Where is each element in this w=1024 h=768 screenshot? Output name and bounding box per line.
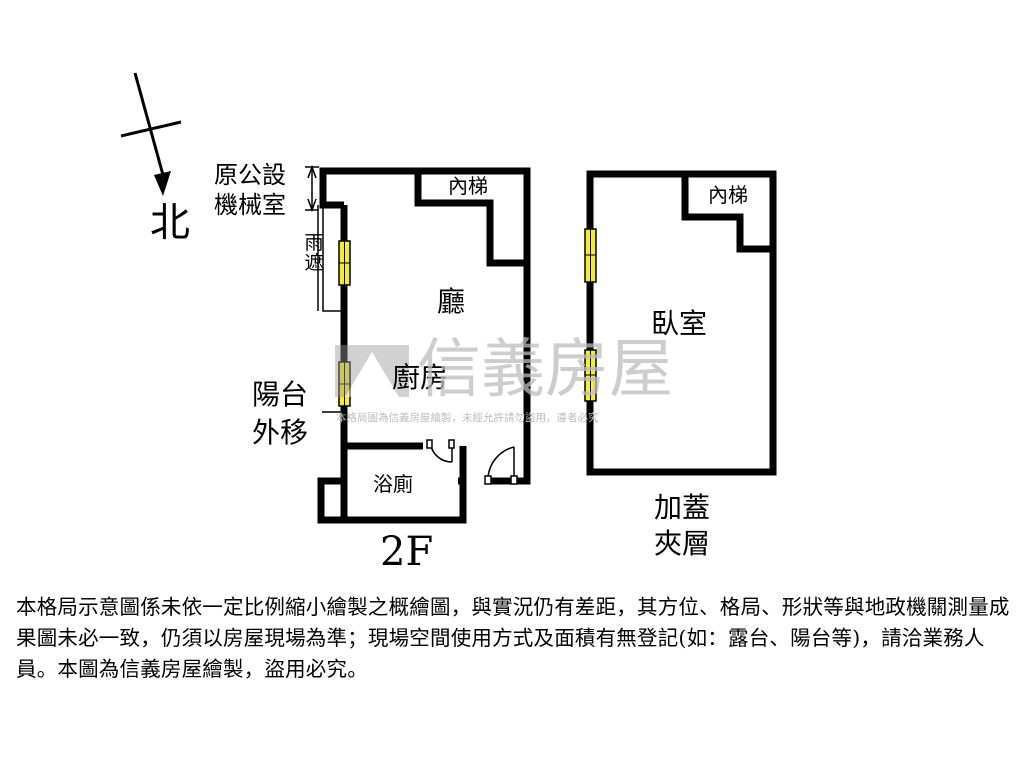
window-icon bbox=[584, 349, 597, 402]
disclaimer-text: 本格局示意圖係未依一定比例縮小繪製之概繪圖，與實況仍有差距，其方位、格局、形狀等… bbox=[16, 595, 1010, 681]
watermark-brand: 信義房屋 bbox=[417, 333, 673, 407]
balcony-label: 陽台 外移 bbox=[252, 378, 309, 449]
stairs-label-mezzanine: 內梯 bbox=[708, 183, 748, 207]
watermark-notice: 本格局圖為信義房屋繪製，未經允許請勿盜用，違者必究 bbox=[336, 412, 599, 424]
canopy-label: 雨遮 bbox=[304, 232, 324, 274]
window-icon bbox=[338, 240, 351, 286]
bathroom-label: 浴廁 bbox=[373, 472, 413, 496]
floor-label-2f: 2F bbox=[380, 529, 434, 575]
stairs-label-2f: 內梯 bbox=[448, 174, 488, 198]
north-label: 北 bbox=[150, 200, 190, 246]
mech-room-label: 原公設 機械室 bbox=[214, 161, 286, 219]
entrance-door-icon bbox=[484, 446, 518, 485]
living-room-label: 廳 bbox=[437, 285, 466, 318]
floor-2f-walls bbox=[317, 167, 531, 524]
floor-plan-drawing bbox=[120, 72, 777, 524]
mezzanine-label: 加蓋 夾層 bbox=[654, 491, 711, 560]
bedroom-label: 臥室 bbox=[651, 307, 708, 340]
window-icon bbox=[338, 361, 351, 407]
watermark-logo-icon bbox=[335, 345, 409, 397]
kitchen-label: 廚房 bbox=[392, 361, 449, 394]
bathroom-door-icon bbox=[426, 439, 455, 463]
window-icon bbox=[584, 228, 597, 283]
north-arrow-icon bbox=[120, 72, 182, 196]
mezzanine-walls bbox=[586, 170, 777, 476]
canopy-outline bbox=[305, 164, 344, 413]
